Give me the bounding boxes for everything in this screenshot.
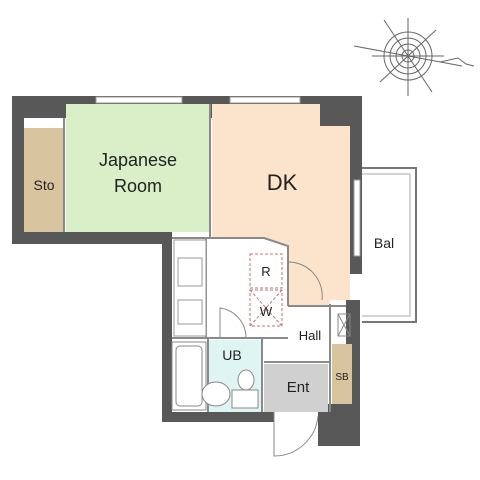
label-storage: Sto <box>33 177 54 193</box>
compass-north-arrow-icon <box>353 18 475 96</box>
label-entrance: Ent <box>287 379 310 396</box>
label-japanese-room-line2: Room <box>114 176 162 196</box>
windows <box>95 96 361 257</box>
entrance-floor <box>264 364 328 412</box>
label-refrigerator: R <box>261 264 270 279</box>
label-japanese-room-line1: Japanese <box>99 150 177 170</box>
closet-mark-icon <box>337 313 351 337</box>
label-hall: Hall <box>299 328 322 343</box>
wall-bottom <box>162 412 274 422</box>
shoe-box <box>332 344 352 404</box>
toilet-tank-icon <box>231 389 259 409</box>
partitions <box>63 104 346 412</box>
entrance-door-swing <box>273 412 319 457</box>
label-balcony: Bal <box>374 235 394 251</box>
wall-left <box>12 96 24 242</box>
label-dk: DK <box>267 170 298 195</box>
wall-bottom-left <box>12 232 172 244</box>
appliance-spaces <box>249 253 283 327</box>
japanese-room <box>66 104 210 232</box>
label-unit-bath: UB <box>222 347 241 363</box>
kitchen-counter <box>173 239 207 337</box>
storage-room <box>24 128 64 232</box>
label-shoe-box: SB <box>335 372 349 383</box>
dk-door-swing <box>287 261 323 301</box>
refrigerator-space <box>249 253 283 289</box>
label-washer: W <box>260 304 273 319</box>
bathtub <box>171 341 207 411</box>
washroom-door-swing <box>219 307 247 339</box>
toilet-bowl-icon <box>237 369 255 391</box>
washer-space <box>249 289 283 327</box>
dk-room <box>212 104 350 306</box>
sink-icon <box>201 381 231 407</box>
doors <box>219 261 323 457</box>
wall-left-lower <box>162 232 172 422</box>
balcony <box>362 167 417 323</box>
